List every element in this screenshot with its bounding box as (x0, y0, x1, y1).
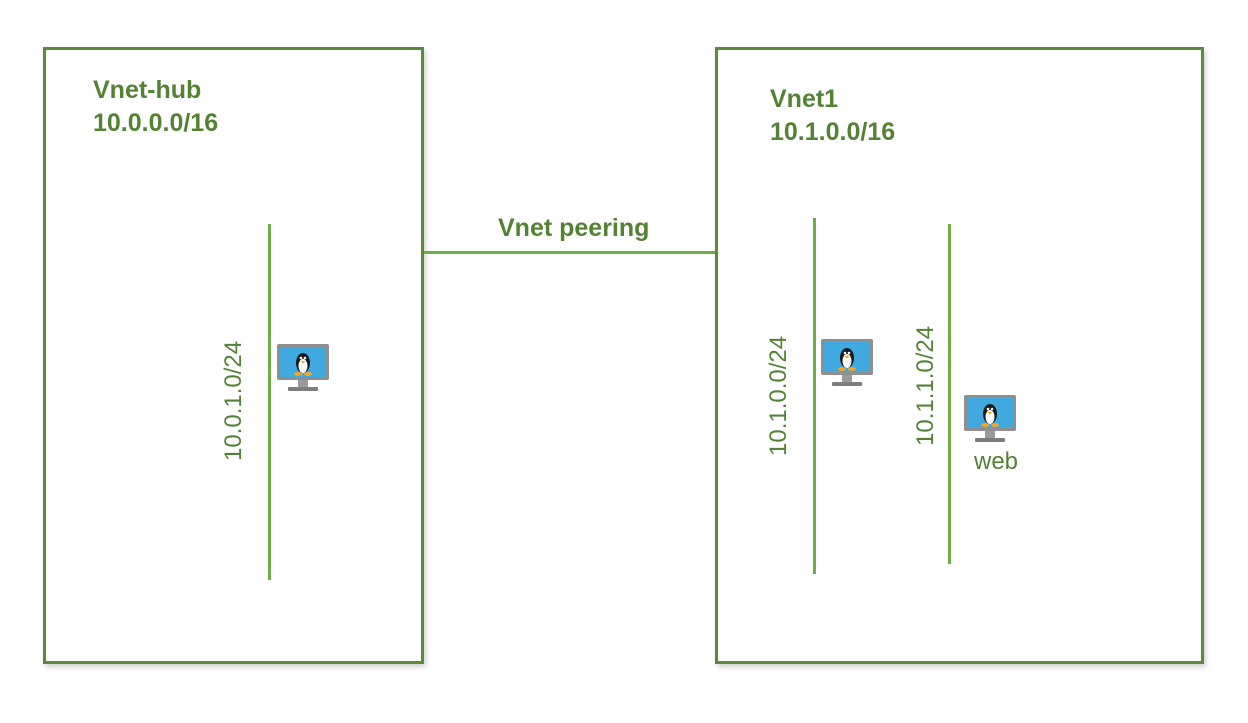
vnet1-subnet-0-line (813, 218, 816, 574)
vnet1-subnet-0-label: 10.1.0.0/24 (765, 335, 792, 456)
vm-web-label: web (974, 448, 1019, 475)
linux-vm-icon (277, 344, 329, 391)
vnet-hub-name: Vnet-hub (93, 76, 202, 104)
vnet-hub-title: Vnet-hub 10.0.0.0/16 (93, 74, 218, 140)
vnet1-box (715, 47, 1204, 664)
linux-vm-icon (821, 339, 873, 386)
vnet-peering-label: Vnet peering (498, 214, 650, 242)
vnet1-subnet-1-label: 10.1.1.0/24 (912, 325, 939, 446)
linux-vm-icon (964, 395, 1016, 442)
vnet-peering-line (424, 251, 716, 254)
vnet-hub-box (43, 47, 424, 664)
vnet-hub-cidr: 10.0.0.0/16 (93, 109, 219, 137)
vnet1-title: Vnet1 10.1.0.0/16 (770, 83, 895, 149)
vnet1-cidr: 10.1.0.0/16 (770, 118, 896, 146)
hub-subnet-line (268, 224, 271, 580)
vnet1-subnet-1-line (948, 224, 951, 564)
vnet1-name: Vnet1 (770, 85, 839, 113)
hub-subnet-label: 10.0.1.0/24 (220, 340, 247, 461)
